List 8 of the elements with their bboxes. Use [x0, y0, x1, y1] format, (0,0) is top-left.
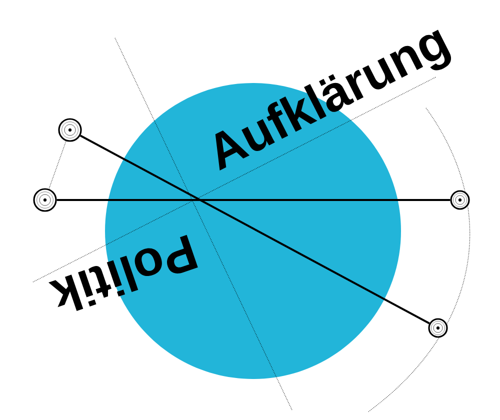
ring-node: [33, 188, 57, 212]
ring-node: [58, 118, 82, 142]
line: [80, 134, 430, 324]
rotated-word: Politik: [48, 234, 198, 311]
ring-node: [428, 318, 448, 338]
ring-node: [450, 190, 470, 210]
dotted-line: [48, 140, 66, 190]
line: [56, 199, 450, 201]
